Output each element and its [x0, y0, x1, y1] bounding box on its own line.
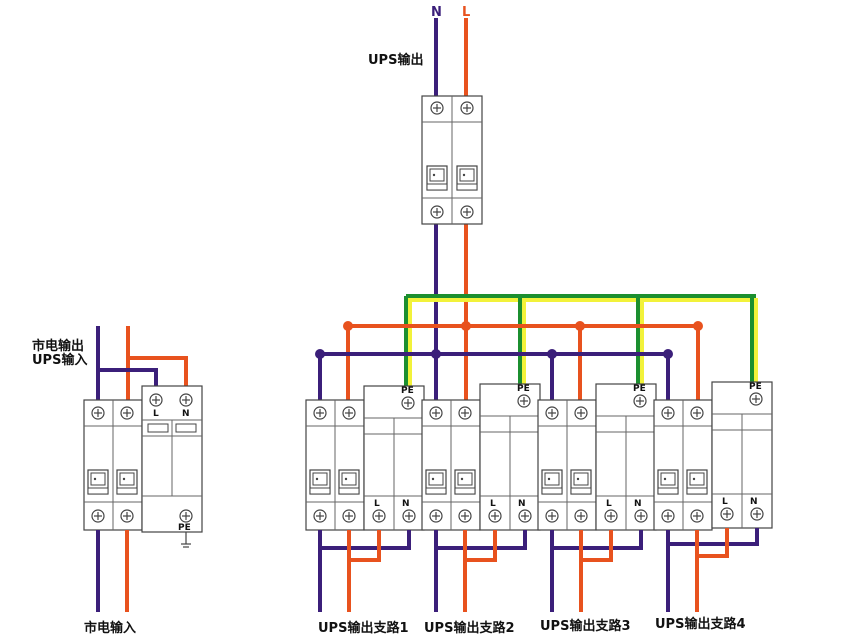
svg-text:L: L: [153, 409, 159, 419]
svg-text:PE: PE: [517, 384, 530, 394]
ups-output-wires: [434, 18, 468, 400]
ground-bus: [404, 294, 758, 386]
branch-3-spd: PE L N: [595, 383, 657, 531]
svg-text:L: L: [722, 497, 728, 507]
branch-1-breaker: [305, 399, 365, 531]
ups-input-label: UPS输入: [32, 352, 87, 368]
branch-1-spd: PE L N: [363, 385, 425, 531]
branch-4-spd: PE L N: [711, 381, 773, 529]
mains-output-label: 市电输出: [32, 338, 84, 354]
svg-text:N: N: [634, 499, 642, 509]
branch-3-breaker: [537, 399, 597, 531]
ups-output-breaker: [421, 95, 483, 225]
top-l-label: L: [462, 5, 470, 20]
branch-2-breaker: [421, 399, 481, 531]
branch-2-label: UPS输出支路2: [424, 620, 515, 636]
svg-text:PE: PE: [401, 386, 414, 396]
branch-1: PE L N: [305, 385, 425, 612]
svg-text:L: L: [490, 499, 496, 509]
svg-text:N: N: [402, 499, 410, 509]
mains-breaker: [83, 399, 143, 531]
neutral-bus: [315, 349, 673, 400]
mains-spd: L N PE: [141, 385, 203, 548]
svg-text:L: L: [606, 499, 612, 509]
branch-4-label: UPS输出支路4: [655, 616, 746, 632]
svg-text:PE: PE: [178, 523, 191, 533]
branch-1-label: UPS输出支路1: [318, 620, 409, 636]
branch-4: PE L N: [653, 381, 773, 612]
svg-text:L: L: [374, 499, 380, 509]
live-bus: [343, 321, 703, 400]
svg-text:PE: PE: [749, 382, 762, 392]
svg-text:N: N: [518, 499, 526, 509]
branch-3-label: UPS输出支路3: [540, 618, 631, 634]
ups-output-label: UPS输出: [368, 52, 423, 68]
branch-2-spd: PE L N: [479, 383, 541, 531]
top-n-label: N: [431, 5, 442, 20]
mains-group: L N PE: [83, 326, 203, 612]
svg-text:PE: PE: [633, 384, 646, 394]
branch-3: PE L N: [537, 383, 657, 612]
branch-2: PE L N: [421, 383, 541, 612]
svg-text:N: N: [750, 497, 758, 507]
branch-4-breaker: [653, 399, 713, 531]
svg-text:N: N: [182, 409, 190, 419]
mains-input-label: 市电输入: [84, 620, 136, 636]
